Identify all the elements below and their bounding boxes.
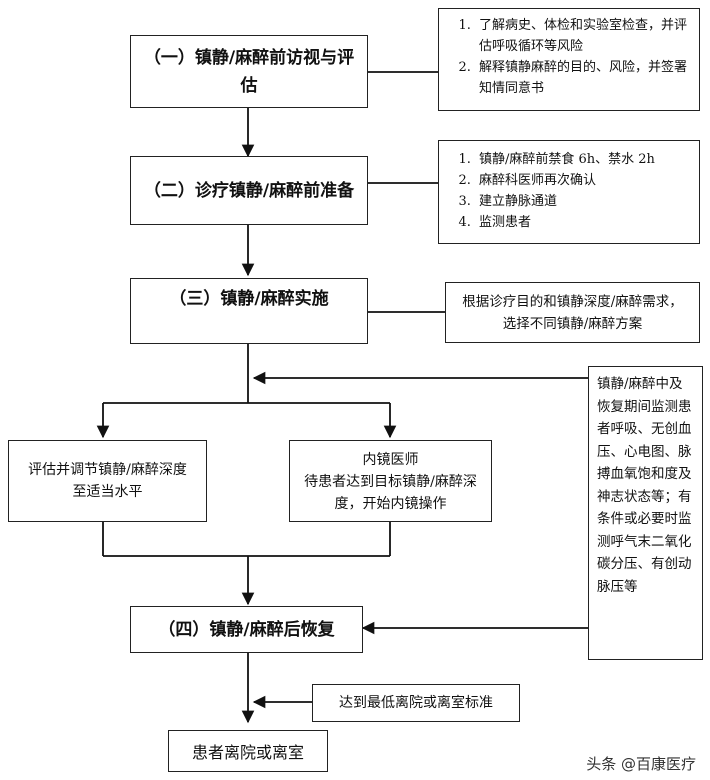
left-branch-box: 评估并调节镇静/麻醉深度至适当水平 xyxy=(8,440,207,522)
discharge-criteria-text: 达到最低离院或离室标准 xyxy=(339,695,493,711)
preparation-note-item: 麻醉科医师再次确认 xyxy=(475,170,691,191)
final-text: 患者离院或离室 xyxy=(191,743,304,762)
stage-1-label: （一）镇静/麻醉前访视与评估 xyxy=(143,47,355,96)
assessment-note-item: 了解病史、体检和实验室检查，并评估呼吸循环等风险 xyxy=(475,15,691,57)
right-branch-body: 待患者达到目标镇静/麻醉深度，开始内镜操作 xyxy=(304,474,477,512)
assessment-note-box: 了解病史、体检和实验室检查，并评估呼吸循环等风险 解释镇静麻醉的目的、风险，并签… xyxy=(438,8,700,111)
assessment-note-list: 了解病史、体检和实验室检查，并评估呼吸循环等风险 解释镇静麻醉的目的、风险，并签… xyxy=(453,15,691,99)
stage-2-label: （二）诊疗镇静/麻醉前准备 xyxy=(143,180,355,201)
assessment-note-item: 解释镇静麻醉的目的、风险，并签署知情同意书 xyxy=(475,57,691,99)
implementation-note-box: 根据诊疗目的和镇静深度/麻醉需求，选择不同镇静/麻醉方案 xyxy=(445,282,700,343)
preparation-note-item: 镇静/麻醉前禁食 6h、禁水 2h xyxy=(475,149,691,170)
monitoring-note-text: 镇静/麻醉中及恢复期间监测患者呼吸、无创血压、心电图、脉搏血氧饱和度及神志状态等… xyxy=(597,376,692,595)
right-branch-box: 内镜医师 待患者达到目标镇静/麻醉深度，开始内镜操作 xyxy=(289,440,492,522)
left-branch-text: 评估并调节镇静/麻醉深度至适当水平 xyxy=(28,462,187,500)
stage-4-label: （四）镇静/麻醉后恢复 xyxy=(158,619,335,640)
implementation-note-text: 根据诊疗目的和镇静深度/麻醉需求，选择不同镇静/麻醉方案 xyxy=(462,293,683,332)
discharge-criteria-box: 达到最低离院或离室标准 xyxy=(312,684,520,722)
stage-1-box: （一）镇静/麻醉前访视与评估 xyxy=(130,35,368,108)
watermark: 头条 @百康医疗 xyxy=(586,755,696,773)
stage-3-label: （三）镇静/麻醉实施 xyxy=(169,289,329,309)
right-branch-title: 内镜医师 xyxy=(362,452,419,468)
stage-3-box: （三）镇静/麻醉实施 xyxy=(130,278,368,344)
stage-2-box: （二）诊疗镇静/麻醉前准备 xyxy=(130,156,368,225)
preparation-note-item: 监测患者 xyxy=(475,212,691,233)
stage-4-box: （四）镇静/麻醉后恢复 xyxy=(130,606,363,653)
preparation-note-item: 建立静脉通道 xyxy=(475,191,691,212)
monitoring-note-box: 镇静/麻醉中及恢复期间监测患者呼吸、无创血压、心电图、脉搏血氧饱和度及神志状态等… xyxy=(588,366,703,660)
preparation-note-box: 镇静/麻醉前禁食 6h、禁水 2h 麻醉科医师再次确认 建立静脉通道 监测患者 xyxy=(438,140,700,244)
preparation-note-list: 镇静/麻醉前禁食 6h、禁水 2h 麻醉科医师再次确认 建立静脉通道 监测患者 xyxy=(453,149,691,233)
final-box: 患者离院或离室 xyxy=(168,730,328,772)
